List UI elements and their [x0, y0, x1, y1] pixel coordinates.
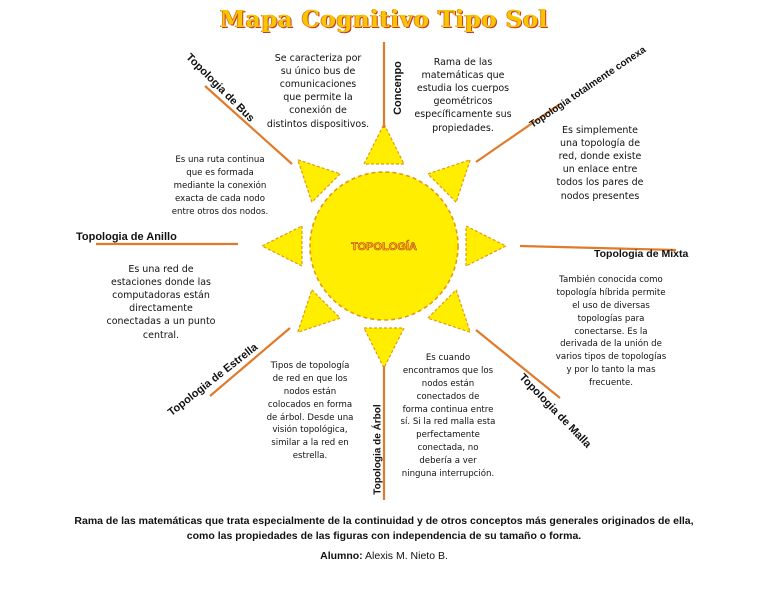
sun-ray — [426, 288, 472, 334]
branch-connector-line — [204, 85, 293, 165]
conexa-text: Es simplemente una topología de red, don… — [556, 125, 644, 202]
sun-core — [309, 171, 459, 321]
anillo-text: Es una red de estaciones donde las compu… — [106, 264, 216, 341]
branch-connector-line — [519, 244, 677, 252]
sun-ray — [363, 122, 405, 165]
branch-connectors — [96, 42, 677, 500]
mixta-text: También conocida como topología híbrida … — [555, 275, 667, 389]
malla-text: Es cuando encontramos que los nodos está… — [400, 353, 496, 480]
sun-ray — [260, 225, 303, 267]
branch-label-anillo: Topologia de Anillo — [76, 231, 177, 243]
sun-ray — [426, 158, 472, 204]
sun-ray — [296, 158, 342, 204]
branch-connector-line — [209, 327, 291, 397]
branch-label-mixta: Topologia de Mixta — [594, 248, 689, 260]
author-name: Alexis M. Nieto B. — [365, 550, 448, 562]
page-title: Mapa Cognitivo Tipo Sol — [219, 6, 549, 33]
sun-rays — [260, 122, 508, 370]
estrella-text: Tipos de topología de red en que los nod… — [266, 361, 354, 462]
author-label: Alumno: — [320, 550, 363, 562]
branch-connector-line — [475, 103, 561, 163]
author-line: Alumno: Alexis M. Nieto B. — [0, 550, 768, 562]
branch-label-arbol: Topologia de Árbol — [372, 404, 384, 495]
bus-text: Es una ruta continua que es formada medi… — [171, 155, 269, 217]
sun-ray — [465, 225, 508, 267]
center-label: TOPOLOGÍA — [351, 240, 417, 253]
branch-connector-line — [475, 329, 561, 399]
concepto-left-text: Se caracteriza por su único bus de comun… — [266, 53, 370, 130]
concepto-right-text: Rama de las matemáticas que estudia los … — [414, 57, 512, 134]
sun-ray — [296, 288, 342, 334]
topology-definition: Rama de las matemáticas que trata especi… — [74, 515, 694, 543]
branch-label-concepto: Concenpo — [392, 61, 404, 115]
sun-ray — [363, 327, 405, 370]
